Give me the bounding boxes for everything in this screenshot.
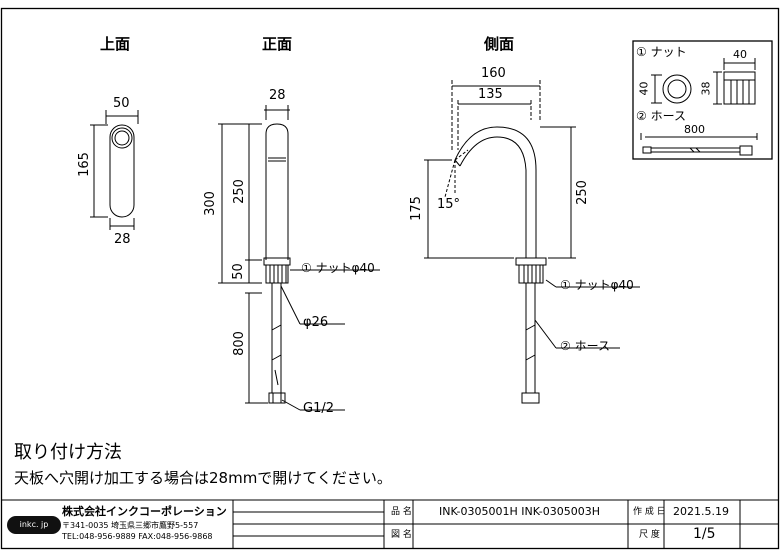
date-label: 作 成 日	[633, 507, 666, 517]
scale-value: 1/5	[693, 526, 716, 542]
side-view-title: 側面	[484, 35, 515, 53]
parts-hose-label: ② ホース	[636, 109, 686, 123]
company-name: 株式会社インクコーポレーション	[62, 505, 227, 518]
front-diameter-callout: φ26	[303, 315, 329, 330]
top-view-drawing	[90, 110, 139, 230]
front-overall-height-dim: 300	[202, 191, 218, 216]
side-outlet-height-dim: 175	[408, 196, 424, 221]
drawing-name-label: 図 名	[391, 530, 412, 540]
side-reach-inner-dim: 135	[478, 87, 503, 102]
company-address: 〒341-0035 埼玉県三郷市鷹野5-557	[62, 521, 199, 530]
front-nut-callout: ① ナットφ40	[301, 261, 375, 275]
install-text: 天板へ穴開け加工する場合は28mmで開けてください。	[14, 469, 392, 487]
date-value: 2021.5.19	[673, 505, 729, 518]
side-reach-overall-dim: 160	[481, 66, 506, 81]
front-view-title: 正面	[262, 35, 293, 53]
side-hose-callout: ② ホース	[560, 339, 610, 353]
title-block-lines	[1, 499, 779, 548]
front-spout-height-dim: 250	[231, 179, 247, 204]
top-view-title: 上面	[100, 35, 131, 53]
side-nut-callout: ① ナットφ40	[560, 278, 634, 292]
parts-nut-width: 40	[733, 48, 747, 61]
side-angle-dim: 15°	[437, 197, 461, 212]
company-logo: inkc. jp	[7, 516, 61, 534]
top-length-dim: 165	[76, 152, 92, 177]
top-bottom-width-dim: 28	[114, 232, 131, 247]
front-hose-length-dim: 800	[231, 331, 247, 356]
parts-nut-height: 38	[699, 81, 713, 96]
front-top-width-dim: 28	[269, 88, 286, 103]
top-width-dim: 50	[113, 96, 130, 111]
front-thread-callout: G1/2	[303, 401, 334, 416]
install-title: 取り付け方法	[14, 442, 122, 463]
scale-label: 尺 度	[639, 530, 660, 540]
parts-box-drawing	[632, 40, 773, 160]
front-view-drawing	[218, 105, 380, 411]
parts-nut-outer: 40	[637, 81, 651, 96]
front-base-height-dim: 50	[230, 263, 246, 280]
side-view-drawing	[424, 80, 640, 404]
parts-nut-label: ① ナット	[636, 45, 687, 59]
parts-hose-length: 800	[684, 123, 705, 136]
product-name-label: 品 名	[391, 507, 412, 517]
side-height-dim: 250	[574, 180, 590, 205]
product-name: INK-0305001H INK-0305003H	[439, 505, 601, 518]
company-phone: TEL:048-956-9889 FAX:048-956-9868	[62, 532, 213, 541]
